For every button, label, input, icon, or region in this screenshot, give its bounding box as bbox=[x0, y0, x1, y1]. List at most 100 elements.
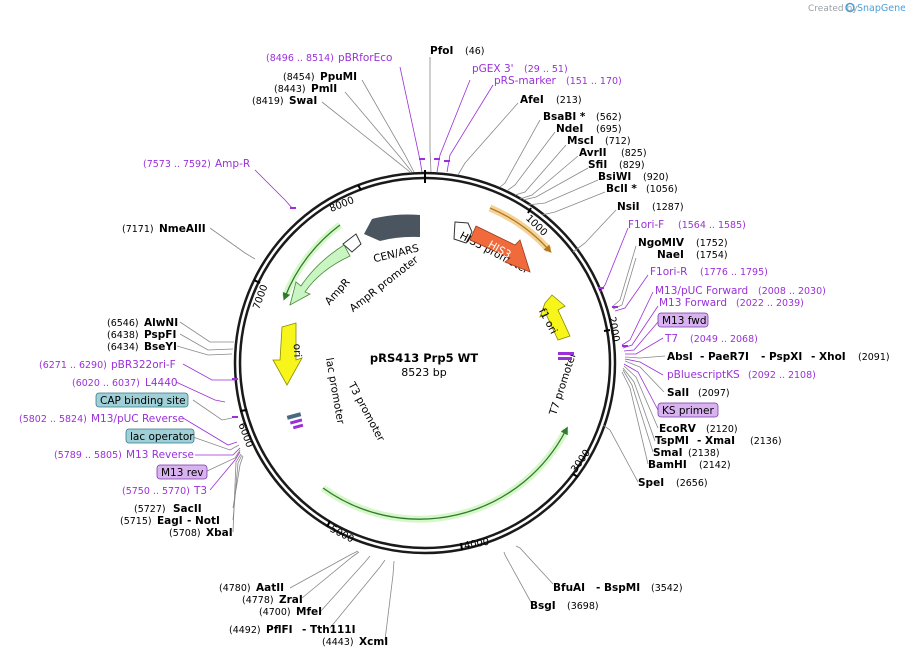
nsii-site-label[interactable]: NsiI bbox=[617, 201, 640, 213]
bcli-position: (1056) bbox=[646, 184, 678, 195]
sacii-site-label[interactable]: SacII bbox=[173, 503, 202, 515]
ndei-site-label[interactable]: NdeI bbox=[556, 123, 583, 135]
pbr322ori-f-primer-label[interactable]: pBR322ori-F bbox=[111, 359, 176, 371]
tick-2000 bbox=[603, 329, 611, 332]
bfuai-site-label[interactable]: BfuAI bbox=[553, 582, 585, 594]
ks-primer-box[interactable] bbox=[657, 402, 719, 418]
backbone bbox=[233, 170, 617, 555]
xhoi-site-label[interactable]: - XhoI bbox=[811, 351, 846, 363]
bcli-site-label[interactable]: BclI * bbox=[606, 183, 637, 195]
m13-fwd-box[interactable] bbox=[657, 312, 709, 328]
pspfi-site-label[interactable]: PspFI bbox=[144, 329, 176, 341]
ngomiv-site-label[interactable]: NgoMIV bbox=[638, 237, 685, 249]
pbluescriptks-primer-label[interactable]: pBluescriptKS bbox=[667, 369, 740, 381]
xmai-site-label[interactable]: - XmaI bbox=[697, 435, 735, 447]
xmai-position: (2136) bbox=[750, 436, 782, 447]
sfii-site-label[interactable]: SfiI bbox=[588, 159, 607, 171]
bamhi-position: (2142) bbox=[699, 460, 731, 471]
bamhi-site-label[interactable]: BamHI bbox=[648, 459, 687, 471]
ppumi-site-label[interactable]: PpuMI bbox=[320, 71, 357, 83]
xbai-site-label[interactable]: XbaI bbox=[206, 527, 233, 539]
absi-site-label[interactable]: AbsI bbox=[667, 351, 693, 363]
amp-r-primer-position: (7573 .. 7592) bbox=[143, 159, 211, 170]
m13-forward-position: (2022 .. 2039) bbox=[736, 298, 804, 309]
m13-puc-reverse-position: (5802 .. 5824) bbox=[19, 414, 87, 425]
bsgi-site-label[interactable]: BsgI bbox=[530, 600, 556, 612]
m13-forward-primer-label[interactable]: M13 Forward bbox=[659, 297, 727, 309]
tth111i-site-label[interactable]: - Tth111I bbox=[302, 624, 356, 636]
sali-site-label[interactable]: SalI bbox=[667, 387, 689, 399]
ampr-label: AmpR bbox=[323, 276, 353, 307]
bsiwi-site-label[interactable]: BsiWI bbox=[598, 171, 631, 183]
leader-lines bbox=[175, 57, 666, 641]
alwni-site-label[interactable]: AlwNI bbox=[144, 317, 178, 329]
m13-puc-reverse-primer-label[interactable]: M13/pUC Reverse bbox=[91, 413, 184, 425]
pbrforeco-position: (8496 .. 8514) bbox=[266, 53, 334, 64]
paer7i-site-label[interactable]: - PaeR7I bbox=[700, 351, 749, 363]
bsabi-site-label[interactable]: BsaBI * bbox=[543, 111, 586, 123]
zrai-position: (4778) bbox=[242, 595, 274, 606]
mfei-site-label[interactable]: MfeI bbox=[296, 606, 322, 618]
amp-r-primer-label[interactable]: Amp-R bbox=[215, 158, 250, 170]
tick-label-4000: 4000 bbox=[463, 537, 490, 552]
pbluescriptks-position: (2092 .. 2108) bbox=[748, 370, 816, 381]
ecorv-site-label[interactable]: EcoRV bbox=[659, 423, 697, 435]
m13-rev-label: M13 rev bbox=[161, 467, 204, 479]
nmeaiii-site-label[interactable]: NmeAIII bbox=[159, 223, 206, 235]
ori-feature bbox=[272, 322, 303, 386]
aatii-site-label[interactable]: AatII bbox=[256, 582, 284, 594]
sfii-position: (829) bbox=[619, 160, 645, 171]
bsiwi-position: (920) bbox=[643, 172, 669, 183]
m13-reverse-primer-label[interactable]: M13 Reverse bbox=[126, 449, 194, 461]
swai-site-label[interactable]: SwaI bbox=[289, 95, 317, 107]
noti-site-label[interactable]: - NotI bbox=[187, 515, 220, 527]
bseyi-site-label[interactable]: BseYI bbox=[144, 341, 177, 353]
ks-primer-label: KS primer bbox=[662, 405, 714, 417]
cap-binding-site-box[interactable] bbox=[95, 392, 189, 408]
xcmi-site-label[interactable]: XcmI bbox=[359, 636, 388, 648]
eagi-site-label[interactable]: EagI bbox=[157, 515, 183, 527]
afei-position: (213) bbox=[556, 95, 582, 106]
lac-operator-box[interactable] bbox=[125, 428, 195, 444]
naei-site-label[interactable]: NaeI bbox=[657, 249, 684, 261]
pgex3-primer-label[interactable]: pGEX 3' bbox=[472, 63, 514, 75]
m13-puc-forward-primer-label[interactable]: M13/pUC Forward bbox=[655, 285, 748, 297]
pflfi-site-label[interactable]: PflFI bbox=[266, 624, 293, 636]
green-orf-arrow-right bbox=[322, 426, 568, 520]
green-orf-band-right bbox=[320, 428, 570, 523]
f1ori-f-primer-label[interactable]: F1ori-F bbox=[628, 219, 664, 231]
snapgene-logo-icon bbox=[845, 2, 855, 13]
nsii-position: (1287) bbox=[652, 202, 684, 213]
spei-site-label[interactable]: SpeI bbox=[638, 477, 664, 489]
msci-position: (712) bbox=[605, 136, 631, 147]
green-orf-arrow-left bbox=[282, 224, 341, 301]
his3-promoter-feature bbox=[453, 221, 473, 244]
m13-puc-forward-position: (2008 .. 2030) bbox=[758, 286, 826, 297]
spei-position: (2656) bbox=[676, 478, 708, 489]
prs-marker-primer-label[interactable]: pRS-marker bbox=[494, 75, 557, 87]
m13-rev-mark bbox=[289, 418, 303, 425]
t3-position: (5750 .. 5770) bbox=[122, 486, 190, 497]
afei-site-label[interactable]: AfeI bbox=[520, 94, 544, 106]
pmli-site-label[interactable]: PmlI bbox=[311, 83, 337, 95]
l4440-primer-label[interactable]: L4440 bbox=[145, 377, 178, 389]
tspmi-site-label[interactable]: TspMI bbox=[655, 435, 689, 447]
pfoi-site-label[interactable]: PfoI bbox=[430, 45, 453, 57]
smai-site-label[interactable]: SmaI bbox=[653, 447, 683, 459]
t7-primer-label[interactable]: T7 bbox=[664, 333, 678, 345]
pbrforeco-primer-label[interactable]: pBRforEco bbox=[338, 52, 392, 64]
f1-ori-feature bbox=[539, 294, 571, 341]
created-by-text: Created by bbox=[808, 4, 858, 14]
msci-site-label[interactable]: MscI bbox=[567, 135, 594, 147]
ngomiv-position: (1752) bbox=[696, 238, 728, 249]
t3-primer-label[interactable]: T3 bbox=[193, 485, 207, 497]
f1ori-r-primer-label[interactable]: F1ori-R bbox=[650, 266, 687, 278]
nmeaiii-position: (7171) bbox=[122, 224, 154, 235]
bspmi-site-label[interactable]: - BspMI bbox=[596, 582, 640, 594]
m13-rev-box[interactable] bbox=[156, 464, 208, 480]
avrii-site-label[interactable]: AvrII bbox=[579, 147, 607, 159]
pspxi-site-label[interactable]: - PspXI bbox=[761, 351, 802, 363]
zrai-site-label[interactable]: ZraI bbox=[279, 594, 303, 606]
bsabi-position: (562) bbox=[596, 112, 622, 123]
smai-position: (2138) bbox=[688, 448, 720, 459]
